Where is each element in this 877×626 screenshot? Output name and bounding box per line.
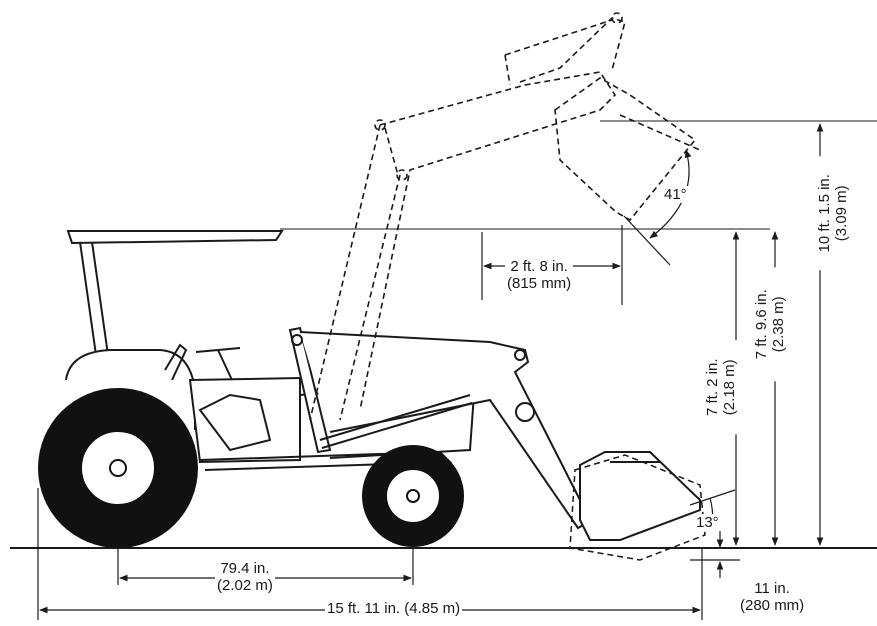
- front-wheel: [362, 445, 464, 547]
- loader-boom: [299, 331, 594, 530]
- dump-reach-label: 2 ft. 8 in. (815 mm): [505, 258, 574, 293]
- rear-wheel: [38, 388, 198, 548]
- rollback-angle-label: 13°: [694, 514, 721, 532]
- dig-depth-dimension: [690, 530, 740, 578]
- dump-angle-arc: [623, 149, 692, 266]
- seat: [164, 343, 188, 381]
- dig-depth-label: 11 in. (280 mm): [738, 580, 807, 615]
- max-height-label: 10 ft. 1.5 in. (3.09 m): [815, 156, 851, 271]
- steering-wheel: [195, 347, 241, 381]
- clearance-height-label: 7 ft. 2 in. (2.18 m): [703, 340, 739, 435]
- dump-angle-label: 41°: [662, 186, 689, 204]
- tractor: [65, 230, 701, 541]
- overall-length-label: 15 ft. 11 in. (4.85 m): [325, 600, 463, 618]
- loader-tower: [288, 326, 332, 454]
- wheelbase-label: 79.4 in. (2.02 m): [215, 560, 275, 595]
- raised-loader-boom: [309, 12, 701, 421]
- pin-height-label: 7 ft. 9.6 in. (2.38 m): [752, 267, 788, 382]
- engine-block: [188, 376, 301, 464]
- rolled-bucket: [569, 454, 706, 561]
- canopy: [66, 230, 284, 245]
- bucket-ground: [579, 451, 701, 541]
